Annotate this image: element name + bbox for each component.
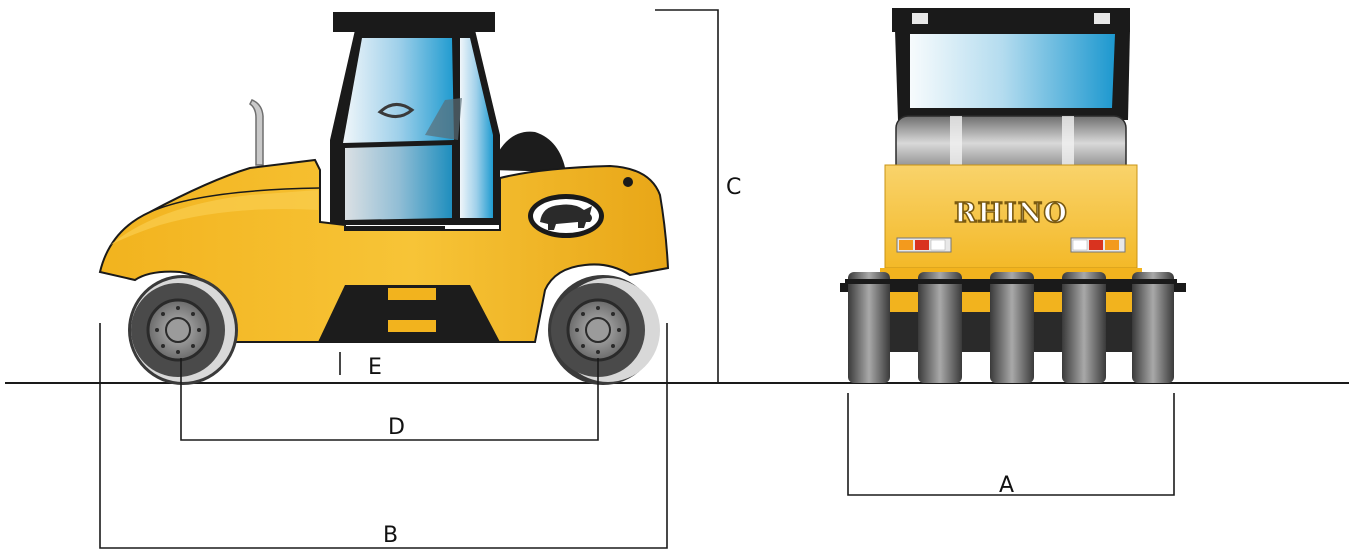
cab-roof — [333, 12, 495, 32]
dimension-a-label: A — [999, 473, 1014, 498]
operator-seat — [425, 98, 462, 140]
cab-window-rear — [460, 38, 493, 218]
rear-tire-row — [848, 272, 1174, 383]
roof-light-right — [1094, 13, 1110, 24]
rear-tire-3 — [990, 272, 1034, 383]
rear-tire-4 — [1062, 272, 1106, 383]
dimension-e-label: E — [368, 355, 382, 380]
rear-cab-window — [910, 34, 1115, 108]
tail-light-left — [896, 237, 952, 253]
cab-window-door — [345, 145, 452, 220]
dimension-d-line — [180, 358, 599, 441]
dimension-c-label: C — [726, 175, 741, 200]
rhino-logo-badge — [528, 194, 604, 238]
dimension-a-line — [847, 393, 1175, 496]
dimension-lines — [99, 9, 1175, 549]
steering-wheel-icon — [377, 103, 415, 118]
dimension-c-line — [655, 9, 719, 383]
side-view-roller — [98, 12, 670, 385]
rear-tire-1 — [848, 272, 890, 383]
rear-tire-5 — [1132, 272, 1174, 383]
tire-tread-band — [845, 279, 1177, 284]
rear-tire-2 — [918, 272, 962, 383]
front-wheel — [548, 275, 660, 385]
side-light — [623, 177, 633, 187]
cab-window-front — [343, 38, 454, 143]
rhino-brand-badge: RHINO — [954, 198, 1068, 229]
tail-light-right — [1070, 237, 1126, 253]
step-slot-lower — [388, 320, 436, 332]
step-slot-upper — [388, 288, 436, 300]
dimension-b-line — [99, 323, 668, 549]
exhaust-pipe — [249, 99, 264, 166]
rear-wheel — [128, 275, 238, 385]
dimension-d-label: D — [388, 415, 405, 440]
hood-highlight — [110, 190, 318, 245]
rear-cab-roof — [892, 8, 1130, 32]
rear-view-roller: RHINO — [840, 8, 1186, 383]
lower-chassis-panel — [318, 285, 500, 342]
roof-light-left — [912, 13, 928, 24]
rear-tank — [490, 131, 566, 172]
hood-edge — [149, 187, 321, 213]
dimension-b-label: B — [383, 523, 398, 548]
rhino-icon — [540, 204, 592, 230]
